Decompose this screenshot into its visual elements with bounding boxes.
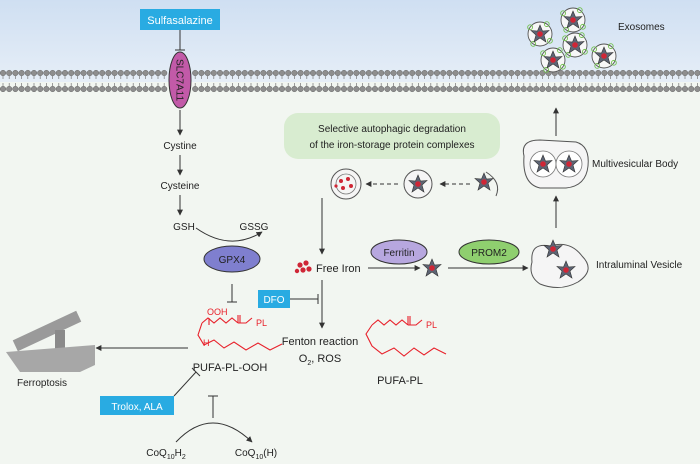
extracellular-space	[0, 0, 700, 82]
autophagosome	[403, 169, 433, 199]
sulfasalazine-box: Sulfasalazine	[140, 9, 220, 30]
autophagy-line2: of the iron-storage protein complexes	[309, 140, 474, 151]
free-iron-label: Free Iron	[316, 263, 361, 275]
coq10h-label: CoQ10(H)	[235, 448, 277, 461]
intraluminal-label: Intraluminal Vesicle	[596, 260, 683, 271]
coq10h2-label: CoQ10H2	[146, 448, 186, 461]
pl-label-right: PL	[426, 320, 437, 330]
prom2-label: PROM2	[471, 248, 507, 259]
ferritin-label: Ferritin	[383, 248, 414, 259]
ferritin-oval: Ferritin	[370, 239, 428, 265]
autophagosome-ferritin	[474, 171, 499, 197]
pufa-pl-label: PUFA-PL	[377, 375, 423, 387]
gsh-label: GSH	[173, 222, 195, 233]
sulfasalazine-label: Sulfasalazine	[147, 15, 212, 27]
pufa-pl-structure	[365, 316, 447, 357]
gsh-to-gssg-arrow	[195, 227, 263, 242]
dfo-label: DFO	[263, 295, 284, 306]
mvb-label: Multivesicular Body	[592, 159, 678, 170]
exosome-cluster-icon	[527, 7, 617, 73]
autolysosome	[330, 168, 362, 200]
ferroptosis-label: Ferroptosis	[17, 378, 67, 389]
fenton-label: Fenton reaction	[282, 336, 358, 348]
ferroptosis-hammer-icon	[6, 310, 95, 372]
autophagy-box: Selective autophagic degradation of the …	[284, 113, 500, 159]
prom2-oval: PROM2	[458, 239, 520, 265]
intraluminal-vesicle-icon	[530, 239, 589, 288]
h-label: H	[203, 338, 210, 348]
cystine-label: Cystine	[163, 141, 197, 152]
trolox-inhibit	[173, 371, 197, 397]
gpx4-oval: GPX4	[203, 245, 261, 273]
trolox-ala-box: Trolox, ALA	[100, 396, 174, 415]
multivesicular-body-icon	[522, 139, 589, 189]
cysteine-label: Cysteine	[161, 181, 200, 192]
pl-label-left: PL	[256, 318, 267, 328]
o2-ros-label: O2, ROS	[299, 353, 341, 367]
free-iron-icon	[294, 260, 312, 274]
slc7a11-label: SLC7A11	[174, 59, 185, 102]
ooh-label: OOH	[207, 307, 228, 317]
coq-cycle-arrow	[175, 422, 253, 443]
exosomes-label: Exosomes	[618, 22, 665, 33]
trolox-ala-label: Trolox, ALA	[111, 402, 163, 413]
gssg-label: GSSG	[240, 222, 269, 233]
dfo-box: DFO	[258, 290, 290, 308]
autophagy-line1: Selective autophagic degradation	[318, 124, 466, 135]
pufa-pl-ooh-structure	[197, 315, 283, 351]
slc7a11-transporter: SLC7A11	[168, 51, 192, 109]
pufa-pl-ooh-label: PUFA-PL-OOH	[193, 362, 268, 374]
cell-membrane	[0, 69, 700, 92]
gpx4-label: GPX4	[219, 255, 246, 266]
